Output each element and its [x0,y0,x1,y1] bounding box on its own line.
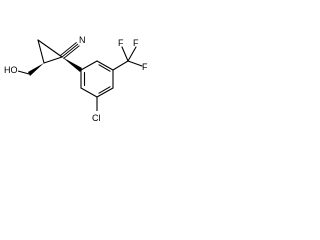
ring-bond-bottom [43,56,63,64]
benzene-ring [80,60,114,98]
ring-bond-top [37,39,63,58]
hydroxyl-label: HO [4,65,18,75]
stereo-wedge-ch2 [28,63,44,76]
fluorine-label-right: F [142,62,148,72]
molecule-structure-drawing: N HO F F F C [4,35,148,123]
trifluoromethyl-group [112,46,143,71]
stereo-wedge-aryl [62,57,82,72]
cyclopropane-ring [37,39,63,64]
ch2-oh-bond [17,70,30,75]
molecule-canvas: N HO F F F C [0,0,152,152]
fluorine-label-top-right: F [133,38,139,48]
fluorine-label-top-left: F [118,38,124,48]
nitrile-n-label: N [79,35,86,45]
ring-bond-left [37,39,45,64]
chloro-label: Cl [92,113,101,123]
nitrile-triple-bond [60,42,80,59]
